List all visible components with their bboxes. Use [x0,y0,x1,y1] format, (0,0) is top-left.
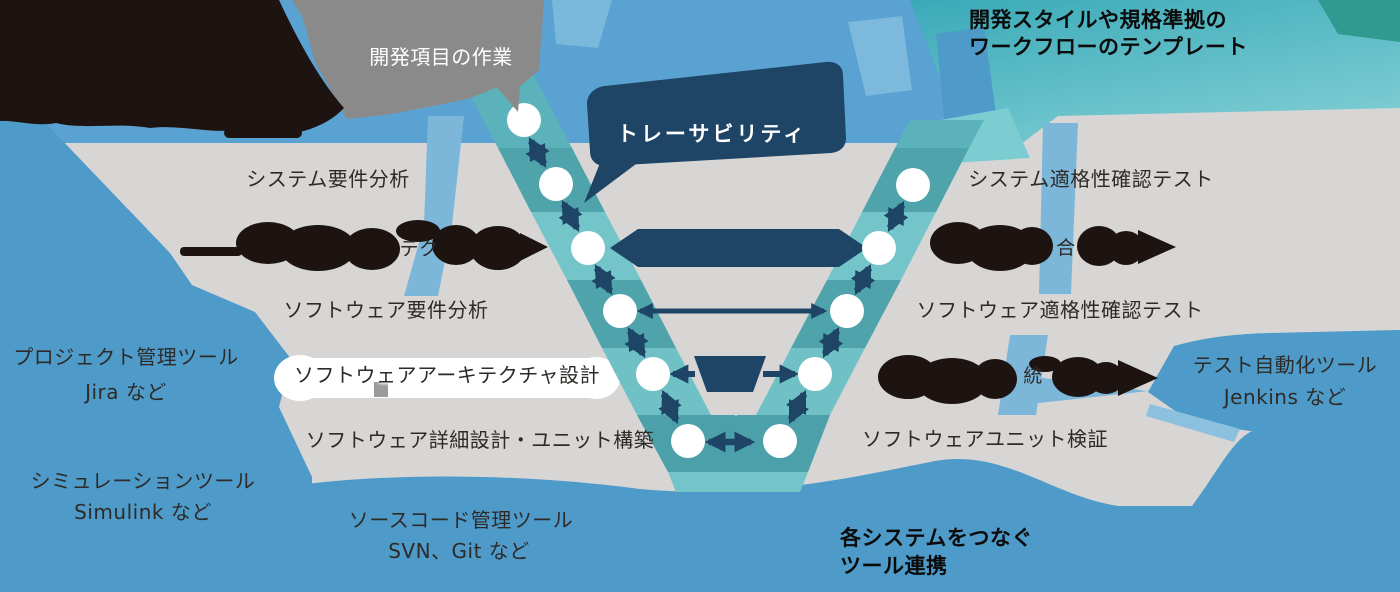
double-arrow-icon [558,200,583,232]
redacted-step-fragment-left: テク [399,238,439,260]
step-software-architecture: ソフトウェアアーキテクチャ設計 [293,363,601,387]
traceability-bar-icon [694,356,766,392]
step-system-requirements: システム要件分析 [246,167,410,191]
double-arrow-icon [785,389,810,425]
milestone-circle [636,357,670,391]
tool-simulation-line1: シミュレーションツール [30,469,256,493]
milestone-circles [507,103,930,458]
redaction-blob [432,225,548,270]
dev-item-bubble-label: 開発項目の作業 [369,45,513,69]
light-blue-strip [1146,404,1240,442]
redaction-blob [236,220,440,271]
double-arrow-icon [525,137,550,168]
double-arrow-icon [624,327,649,358]
redaction-blobs [0,0,1176,404]
redaction-line [180,247,242,256]
redacted-step-fragment-right-upper: 合 [1056,237,1076,259]
tool-source-control-line1: ソースコード管理ツール [348,508,574,532]
workflow-template-note-line2: ワークフローのテンプレート [969,35,1248,59]
step-software-detail-unit: ソフトウェア詳細設計・ユニット構築 [305,428,655,452]
milestone-circle [571,231,605,265]
light-blue-patch [552,0,612,48]
step-software-qualification-test: ソフトウェア適格性確認テスト [916,298,1204,322]
bubble-tail-icon [584,161,640,203]
milestone-circle [862,231,896,265]
double-arrow-icon [883,201,909,232]
double-arrow-icon [850,264,876,295]
milestone-circle [763,424,797,458]
redaction-dash [224,128,302,138]
milestone-circle [603,294,637,328]
bubble-tail-icon [494,84,520,112]
workflow-template-note-line1: 開発スタイルや規格準拠の [969,8,1227,32]
double-arrow-icon [818,327,844,358]
tool-project-management-line1: プロジェクト管理ツール [13,345,239,369]
milestone-circle [896,168,930,202]
tool-test-automation-line1: テスト自動化ツール [1192,353,1378,377]
traceability-bubble-label: トレーサビリティ [616,122,808,146]
bottom-blue-zone [228,429,1400,592]
milestone-circle [798,357,832,391]
milestone-circle [539,167,573,201]
dev-item-bubble-shape [292,0,544,119]
step-software-requirements: ソフトウェア要件分析 [283,298,489,322]
redacted-step-fragment-right-lower: 統 [1023,365,1043,387]
redaction-blob [0,0,344,132]
teal-corner-patch [1318,0,1400,42]
double-arrow-icon [591,264,616,295]
top-right-teal-zone [910,0,1400,160]
tool-project-management-line2: Jira など [85,380,167,404]
light-blue-patch [848,16,912,96]
tool-test-automation-line2: Jenkins など [1223,385,1347,409]
left-blue-zone [0,115,312,592]
tool-link-note-line1: 各システムをつなぐ [840,526,1033,550]
software-arch-highlight [274,355,620,401]
tool-link-note-line2: ツール連携 [840,554,948,578]
traceability-links [610,229,867,453]
traceability-bubble-shape [584,61,846,203]
redaction-blob [1077,226,1176,266]
redaction-blob [1052,357,1158,397]
right-blue-zone [1148,330,1400,431]
inner-gray-trapezoid [575,144,850,229]
redaction-blob [930,222,1053,271]
redaction-blob [878,355,1061,404]
traceability-bar-icon [610,229,867,267]
milestone-circle [507,103,541,137]
double-arrow-icon [658,389,682,425]
blue-wedge [936,27,996,136]
milestone-circle [830,294,864,328]
milestone-circle [671,424,705,458]
band-arrows [525,137,909,425]
step-system-qualification-test: システム適格性確認テスト [968,167,1214,191]
connector-strip [424,116,464,225]
tool-source-control-line2: SVN、Git など [388,539,530,563]
step-software-unit-verification: ソフトウェアユニット検証 [862,427,1108,451]
tool-simulation-line2: Simulink など [74,500,212,524]
